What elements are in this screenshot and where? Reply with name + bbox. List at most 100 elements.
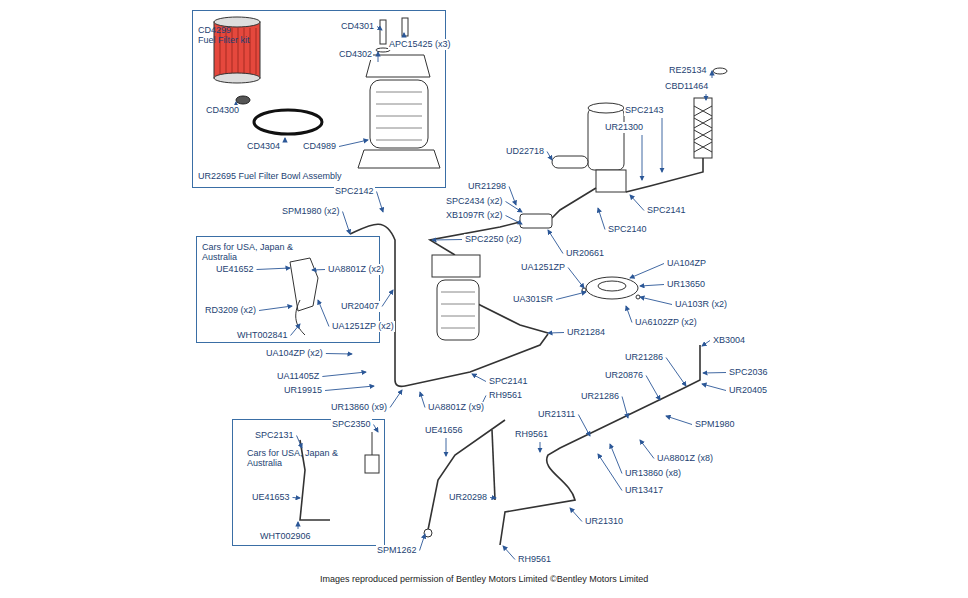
part-number: UA11405Z — [276, 371, 320, 382]
part-number: RH9561 — [514, 429, 549, 440]
part-number: UR13860 (x8) — [624, 468, 682, 479]
part-number: SPC2141 — [646, 205, 687, 216]
part-number: CD4304 — [246, 141, 281, 152]
part-number: UA104ZP — [666, 258, 707, 269]
leader-line — [568, 268, 584, 289]
part-number: UR20661 — [565, 248, 605, 259]
leader-line — [339, 140, 368, 147]
bracket-parts — [365, 455, 379, 473]
leader-line — [298, 522, 299, 529]
leader-line — [666, 416, 692, 425]
fuel-pipes — [626, 158, 703, 192]
regulator — [582, 277, 640, 299]
leader-line — [506, 202, 522, 213]
leader-line — [318, 300, 329, 327]
leader-line — [548, 230, 563, 254]
filter-bowl-assembly — [370, 80, 428, 148]
leader-line — [548, 332, 564, 334]
leader-line — [325, 386, 374, 391]
part-number: CD4301 — [340, 21, 375, 32]
leader-line — [236, 102, 237, 103]
part-number: XB3004 — [712, 335, 746, 346]
leader-line — [610, 444, 622, 474]
leader-line — [598, 208, 605, 230]
leader-line — [547, 152, 552, 161]
leader-line — [598, 454, 622, 491]
leader-line — [640, 297, 672, 305]
filter-bowl-assembly — [358, 150, 440, 168]
part-number: CD4300 — [205, 105, 240, 116]
bracket-parts — [372, 432, 373, 455]
leader-line — [326, 353, 352, 355]
o-ring — [254, 110, 322, 134]
part-number: UA1251ZP — [520, 262, 566, 273]
main-filter — [432, 255, 480, 340]
part-number: UA6102ZP (x2) — [634, 317, 698, 328]
leader-line — [432, 239, 462, 241]
fuel-pump — [588, 103, 624, 113]
leader-line — [540, 442, 541, 452]
part-number: UD22718 — [505, 146, 545, 157]
fuel-pipes — [350, 158, 703, 545]
fuel-pump — [552, 156, 588, 168]
leader-line — [291, 324, 300, 336]
part-number: UA8801Z (x2) — [327, 264, 385, 275]
leader-line — [662, 118, 663, 172]
filter-bowl-assembly — [376, 92, 422, 140]
leader-line — [343, 212, 350, 235]
main-filter — [441, 292, 475, 328]
leader-line — [703, 372, 726, 374]
part-number: UA8801Z (x9) — [427, 402, 485, 413]
leader-line — [420, 534, 425, 551]
regulator — [598, 281, 626, 291]
part-number: UR13860 (x9) — [330, 402, 388, 413]
fuel-pipes — [500, 345, 700, 545]
leader-line — [490, 497, 496, 499]
part-number: UA1251ZP (x2) — [331, 321, 395, 332]
inset-panel: CD4299 Fuel Filter kitUR22695 Fuel Filte… — [192, 10, 446, 188]
part-number: UA8801Z (x8) — [656, 453, 714, 464]
part-number: SPC2036 — [728, 367, 769, 378]
leader-line — [666, 358, 686, 387]
leader-line — [472, 374, 486, 382]
leader-line — [322, 372, 366, 377]
regulator — [582, 288, 586, 292]
grommet — [236, 96, 250, 104]
part-number: RE25134 — [668, 65, 708, 76]
leader-line — [640, 285, 664, 287]
fuel-pump — [588, 108, 624, 170]
part-number: UR13650 — [666, 279, 706, 290]
part-number: RD3209 (x2) — [204, 305, 257, 316]
in-line-filter — [424, 529, 432, 537]
part-number: SPC2131 — [254, 430, 295, 441]
filter-bowl-assembly — [366, 55, 430, 77]
leader-line — [377, 27, 382, 31]
leader-line — [446, 438, 447, 456]
strainer-sock — [694, 98, 712, 158]
part-number: UR21286 — [624, 352, 664, 363]
part-number: XB1097R (x2) — [445, 210, 504, 221]
leader-line — [374, 425, 378, 433]
leader-line — [506, 216, 522, 225]
part-number: RH9561 — [517, 554, 552, 565]
part-number: RH9561 — [488, 390, 523, 401]
leader-line — [285, 138, 286, 139]
part-number: UE41656 — [424, 425, 464, 436]
leader-line — [390, 390, 402, 408]
leader-line — [626, 306, 632, 323]
leader-line — [630, 195, 644, 211]
part-number: UR21298 — [467, 181, 507, 192]
part-number: UR21311 — [537, 409, 576, 420]
part-number: APC15425 (x3) — [388, 39, 452, 50]
leader-line — [630, 264, 664, 279]
part-number: UE41653 — [251, 492, 291, 503]
part-number: SPC2140 — [607, 224, 648, 235]
part-number: CD4302 — [338, 49, 373, 60]
fuel-pipes — [492, 430, 495, 500]
leader-line — [257, 268, 290, 270]
main-filter — [437, 280, 479, 340]
leader-line — [503, 546, 515, 560]
leader-line — [702, 384, 726, 391]
bracket-parts — [290, 258, 318, 311]
